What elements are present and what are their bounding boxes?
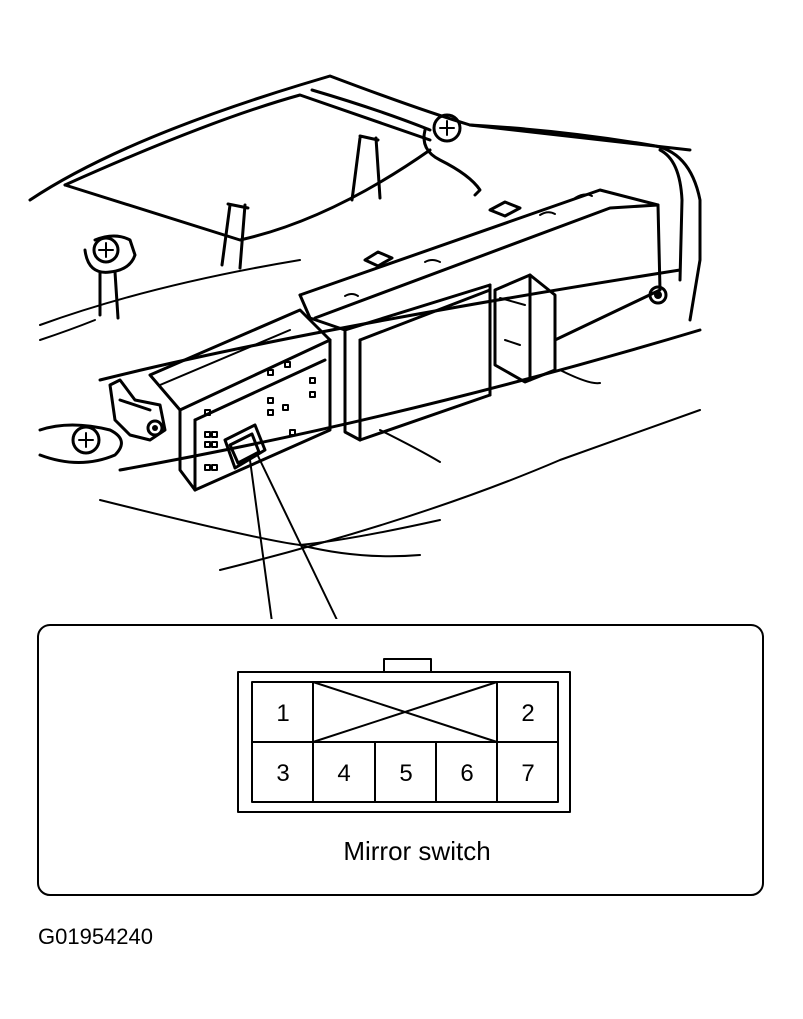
pin-5-label: 5 — [399, 760, 412, 787]
switch-housing — [298, 188, 662, 442]
pin-6-label: 6 — [460, 760, 473, 787]
connector-face: 1 2 3 4 5 6 7 — [237, 658, 571, 813]
pin-7-label: 7 — [521, 760, 534, 787]
door-panel-illustration — [28, 74, 702, 623]
screw-right — [648, 285, 668, 305]
mirror-switch-module — [108, 308, 332, 492]
screw-left-lower — [38, 423, 123, 464]
pin-3-label: 3 — [276, 760, 289, 787]
pin-1-label: 1 — [276, 700, 289, 727]
callout-box — [37, 619, 764, 896]
pin-4-label: 4 — [337, 760, 350, 787]
screw-left-upper — [83, 234, 137, 320]
blank-cavity-x — [312, 681, 498, 743]
right-connector — [493, 273, 557, 384]
figure-code: G01954240 — [38, 924, 153, 949]
screw-top — [422, 113, 482, 197]
pin-2-label: 2 — [521, 700, 534, 727]
connector-caption: Mirror switch — [343, 836, 490, 866]
callout-leader — [249, 455, 339, 623]
